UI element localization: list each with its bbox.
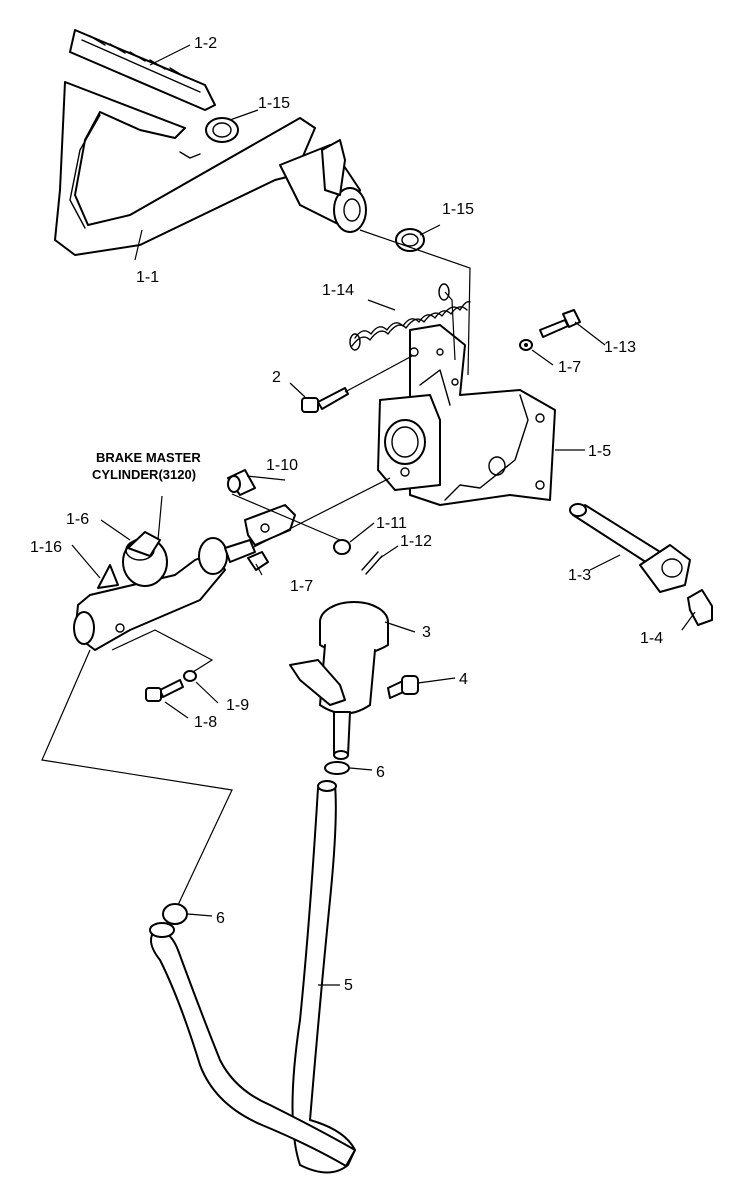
bolt-1-8 [145, 679, 184, 702]
washer-1-7-upper [519, 339, 533, 351]
label-1-8: 1-8 [194, 714, 217, 731]
hose-clamp-lower [162, 903, 188, 925]
bolt-2 [301, 387, 349, 413]
label-1-15-upper: 1-15 [258, 95, 290, 112]
leader-lines [41, 44, 696, 986]
label-1-2: 1-2 [194, 35, 217, 52]
label-1-14: 1-14 [322, 282, 354, 299]
label-1-7-upper: 1-7 [558, 359, 581, 376]
fluid-reservoir [289, 601, 389, 760]
label-1-11: 1-11 [376, 515, 407, 532]
pivot-pin [569, 503, 691, 593]
label-1-12: 1-12 [400, 533, 432, 550]
label-1-6: 1-6 [66, 511, 89, 528]
label-1-10: 1-10 [266, 457, 298, 474]
label-1-5: 1-5 [588, 443, 611, 460]
washer-1-11 [333, 539, 351, 555]
pedal-pivot-boss [279, 139, 367, 233]
label-4: 4 [459, 671, 468, 688]
label-1-16: 1-16 [30, 539, 62, 556]
label-1-3: 1-3 [568, 567, 591, 584]
return-spring [349, 283, 471, 351]
cotter-1-12 [361, 551, 383, 575]
label-6-lower: 6 [216, 910, 225, 927]
washer-1-9 [183, 670, 197, 682]
part-labels: 1-2 1-15 1-15 1-1 1-14 1-13 1-7 2 1-5 1-… [30, 35, 663, 994]
bushing-upper [205, 117, 239, 143]
callout-line-1: BRAKE MASTER [96, 450, 201, 465]
label-2: 2 [272, 369, 281, 386]
bolt-1-13 [539, 309, 581, 338]
clevis-pin [227, 469, 256, 496]
hose-clamp-upper [324, 761, 350, 775]
pedal-pad [69, 29, 216, 111]
label-1-4: 1-4 [640, 630, 663, 647]
bushing-lower [395, 228, 425, 252]
callout-line-2: CYLINDER(3120) [92, 467, 196, 482]
pedal-bracket [377, 324, 556, 506]
label-1-13: 1-13 [604, 339, 636, 356]
pedal-arm [54, 81, 316, 256]
bolt-1-4 [687, 589, 713, 626]
label-6-upper: 6 [376, 764, 385, 781]
label-3: 3 [422, 624, 431, 641]
nut-1-7-lower [247, 551, 269, 571]
label-1-9: 1-9 [226, 697, 249, 714]
brake-master-cylinder [73, 531, 256, 651]
label-1-1: 1-1 [136, 269, 159, 286]
screw-4 [387, 675, 419, 699]
label-1-15-lower: 1-15 [442, 201, 474, 218]
label-1-7-lower: 1-7 [290, 578, 313, 595]
label-5: 5 [344, 977, 353, 994]
supply-hose [149, 780, 356, 1174]
